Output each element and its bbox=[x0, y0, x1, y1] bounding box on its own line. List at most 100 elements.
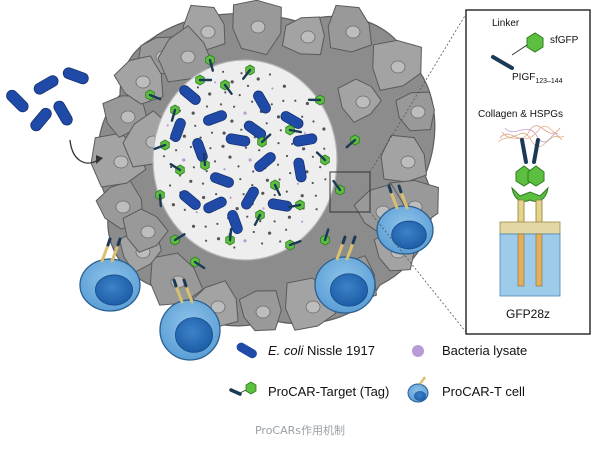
lysate-dot bbox=[274, 194, 276, 196]
incoming-ecoli bbox=[52, 99, 75, 127]
tcell-car-tip bbox=[343, 237, 345, 243]
necrotic-core bbox=[153, 60, 337, 260]
lysate-dot bbox=[217, 237, 220, 240]
lysate-dot bbox=[279, 240, 281, 242]
lysate-dot bbox=[286, 155, 288, 157]
lysate-dot bbox=[322, 127, 325, 130]
lysate-dot bbox=[283, 85, 286, 88]
tumor-cell-nucleus bbox=[411, 106, 425, 118]
lysate-dot bbox=[222, 71, 224, 73]
tcell-car-tip bbox=[389, 186, 391, 192]
lysate-dot bbox=[252, 170, 254, 172]
lysate-dot bbox=[289, 172, 291, 174]
linker-label: Linker bbox=[492, 18, 519, 29]
signal-domain-left bbox=[518, 234, 524, 286]
cell-membrane bbox=[500, 222, 560, 234]
figure-caption: ProCARs作用机制 bbox=[0, 422, 600, 438]
tumor-cell-nucleus bbox=[301, 31, 315, 43]
lysate-dot bbox=[194, 125, 196, 127]
lysate-dot bbox=[163, 155, 165, 157]
lysate-dot bbox=[202, 196, 205, 199]
legend-lysate-label: Bacteria lysate bbox=[442, 343, 527, 358]
lysate-dot bbox=[266, 179, 269, 182]
lysate-dot bbox=[175, 149, 177, 151]
lysate-dot bbox=[189, 180, 192, 183]
lysate-dot bbox=[277, 164, 279, 166]
incoming-ecoli bbox=[28, 106, 53, 133]
lysate-dot bbox=[253, 231, 255, 233]
plgf-label: PIGF123–144 bbox=[512, 72, 563, 85]
lysate-dot bbox=[247, 85, 249, 87]
lysate-dot bbox=[312, 120, 314, 122]
tumor-cell-nucleus bbox=[181, 51, 195, 63]
lysate-dot bbox=[274, 220, 276, 222]
plgf-label-main: PIGF bbox=[512, 72, 535, 83]
legend-ecoli-italic: E. coli bbox=[268, 343, 303, 358]
lysate-dot bbox=[251, 101, 253, 103]
legend-lysate-icon bbox=[412, 345, 424, 357]
tcell-car-tip bbox=[108, 239, 110, 245]
lysate-dot bbox=[214, 81, 216, 83]
lysate-dot bbox=[261, 192, 264, 195]
lysate-dot bbox=[285, 229, 287, 231]
lysate-dot bbox=[230, 120, 233, 123]
lysate-dot bbox=[301, 116, 303, 118]
lysate-dot bbox=[182, 158, 185, 161]
lysate-dot bbox=[323, 148, 325, 150]
lysate-dot bbox=[183, 135, 186, 138]
lysate-dot bbox=[319, 166, 321, 168]
sfgfp-label: sfGFP bbox=[550, 35, 578, 46]
tumor-cell-nucleus bbox=[141, 226, 155, 238]
lysate-dot bbox=[236, 207, 239, 210]
tcell-nucleus bbox=[392, 221, 427, 249]
tumor-cell-nucleus bbox=[346, 26, 360, 38]
tumor-cell-nucleus bbox=[114, 156, 128, 168]
tag-linker bbox=[204, 154, 205, 165]
lysate-dot bbox=[239, 178, 241, 180]
tumor-cell-nucleus bbox=[401, 156, 415, 168]
legend-tcell-label: ProCAR-T cell bbox=[442, 384, 525, 399]
lysate-dot bbox=[230, 197, 232, 199]
tumor-cell-nucleus bbox=[201, 26, 215, 38]
lysate-dot bbox=[233, 246, 235, 248]
incoming-ecoli bbox=[62, 66, 90, 85]
lysate-dot bbox=[216, 223, 218, 225]
tumor-cell-nucleus bbox=[391, 61, 405, 73]
incoming-ecoli bbox=[4, 88, 30, 114]
legend-tag-hexagon-icon bbox=[246, 382, 256, 394]
legend-tag-linker-icon bbox=[231, 390, 240, 394]
lysate-dot bbox=[316, 208, 318, 210]
tcell-car-tip bbox=[184, 280, 186, 286]
lysate-dot bbox=[167, 124, 169, 126]
lysate-dot bbox=[266, 122, 268, 124]
tumor-cell-nucleus bbox=[356, 96, 370, 108]
lysate-dot bbox=[279, 178, 281, 180]
tcell-nucleus bbox=[330, 274, 367, 306]
lysate-dot bbox=[268, 232, 271, 235]
lysate-dot bbox=[211, 132, 213, 134]
lysate-dot bbox=[208, 92, 211, 95]
lysate-dot bbox=[239, 94, 241, 96]
lysate-dot bbox=[291, 143, 293, 145]
lysate-dot bbox=[258, 149, 260, 151]
tumor-cell-nucleus bbox=[136, 76, 150, 88]
lysate-dot bbox=[192, 225, 195, 228]
tumor-cell-nucleus bbox=[116, 201, 130, 213]
lysate-dot bbox=[301, 221, 303, 223]
receptor-label: GFP28z bbox=[506, 307, 550, 321]
lysate-dot bbox=[192, 112, 195, 115]
tumor-cell-nucleus bbox=[306, 301, 320, 313]
lysate-dot bbox=[257, 77, 260, 80]
lysate-dot bbox=[312, 156, 314, 158]
lysate-dot bbox=[237, 165, 239, 167]
inset-panel bbox=[466, 10, 590, 334]
incoming-ecoli-group bbox=[4, 66, 90, 133]
lysate-dot bbox=[280, 129, 282, 131]
signal-domain-right bbox=[536, 234, 542, 286]
lysate-dot bbox=[184, 209, 186, 211]
lysate-dot bbox=[240, 72, 242, 74]
legend-ecoli-icon bbox=[235, 341, 259, 360]
legend-tcell-car-icon bbox=[420, 377, 425, 384]
lysate-dot bbox=[220, 103, 222, 105]
